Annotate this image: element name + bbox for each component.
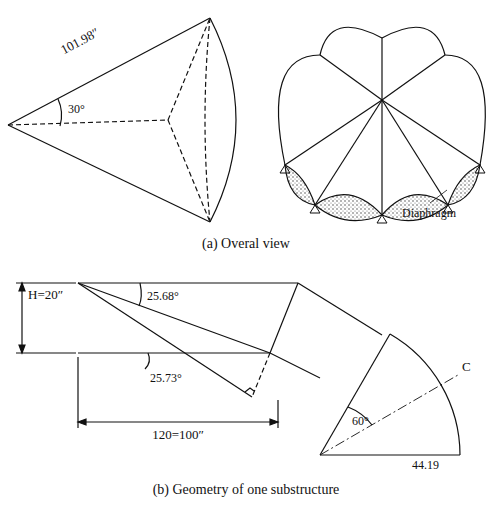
- angle-label: 25.68°: [147, 290, 179, 304]
- angle-label: 60°: [352, 415, 369, 429]
- figure-caption: (a) Overal view: [202, 236, 290, 252]
- angle-label: 25.73°: [150, 372, 182, 386]
- figure-caption: (b) Geometry of one substructure: [153, 482, 340, 498]
- dimension-label: 101.98″: [58, 26, 101, 59]
- angle-label: 30°: [68, 103, 85, 117]
- dimension-label: H=20″: [28, 288, 63, 303]
- centerline-symbol: C: [462, 360, 471, 375]
- dimension-label: 44.19: [412, 459, 439, 473]
- part-label: Diaphragm: [402, 207, 456, 221]
- dimension-label: 120=100″: [152, 428, 204, 443]
